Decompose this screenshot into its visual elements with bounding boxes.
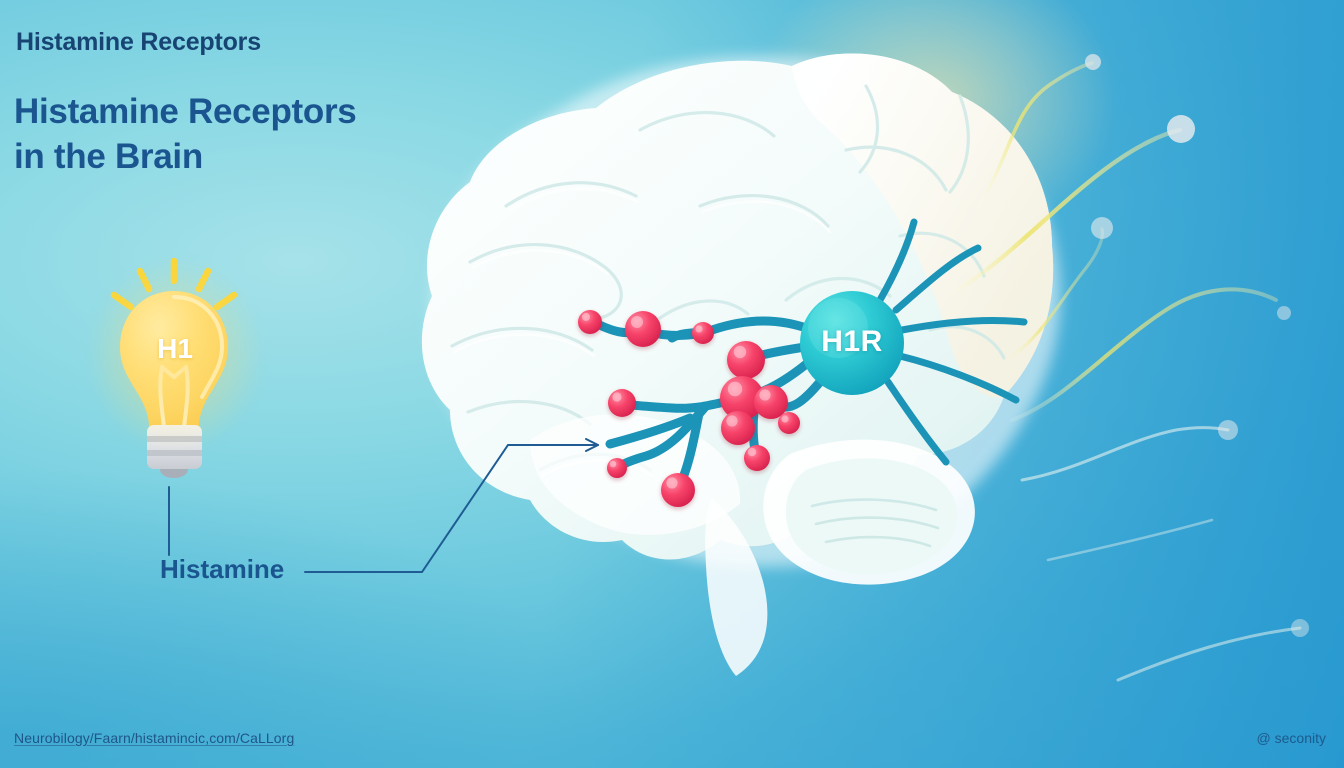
lightbulb-graphic: [110, 257, 238, 478]
lightbulb-filament: [158, 365, 190, 429]
brainstem: [705, 498, 768, 676]
eyebrow-title: Histamine Receptors: [16, 28, 261, 56]
receptor-node: [800, 291, 904, 395]
brain-sulci-highlight: [452, 187, 832, 478]
histamine-molecule-highlight: [582, 313, 789, 489]
receptor-label: H1R: [821, 325, 883, 358]
brain-sulci: [450, 84, 1006, 472]
page-title-line2: in the Brain: [14, 136, 203, 176]
footer-credit: @ seconity: [1256, 730, 1326, 746]
lightbulb-icon: H1: [62, 231, 288, 485]
axon-fibers: [943, 61, 1302, 682]
histamine-callout-label: Histamine: [160, 554, 285, 584]
page-title-line1: Histamine Receptors: [14, 92, 357, 131]
lightbulb-glass: [120, 291, 228, 427]
lightbulb-rays: [110, 257, 238, 311]
callout-leader-line: [168, 444, 599, 573]
receptor-axon-branches: [876, 218, 1028, 466]
callout-arrowhead: [585, 438, 599, 452]
lightbulb-base: [147, 425, 202, 478]
axon-terminal-node: [1085, 54, 1309, 637]
cerebellum: [763, 439, 975, 585]
footer-source-url[interactable]: Neurobilogy/Faarn/histamincic,com/CaLLor…: [14, 730, 295, 746]
lightbulb-glow: [62, 231, 288, 481]
page-title: Histamine Receptors in the Brain: [14, 90, 444, 180]
